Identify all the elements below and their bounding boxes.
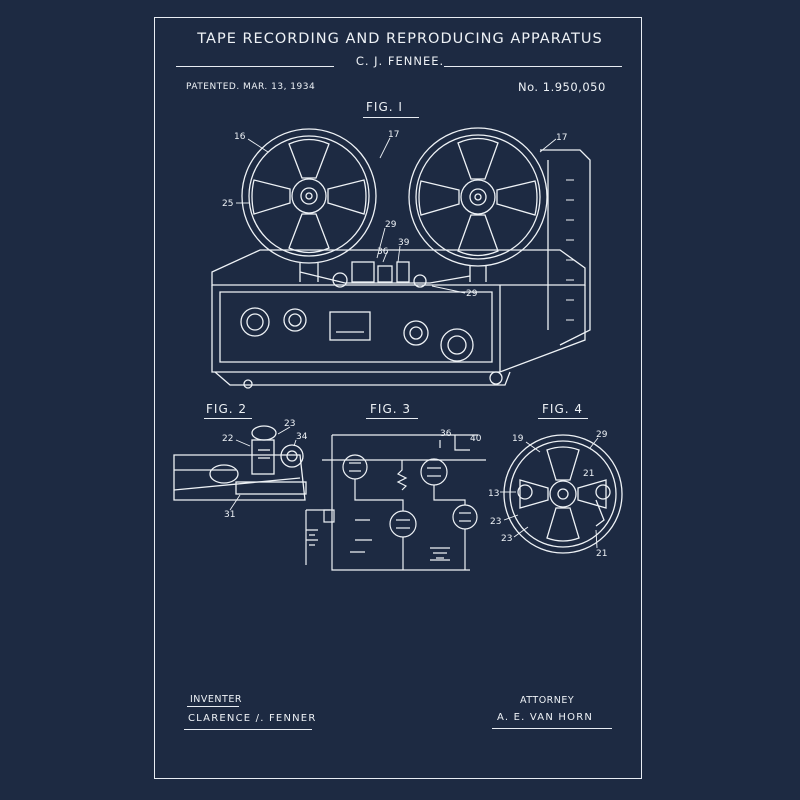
fig2-callout: 34: [296, 432, 308, 442]
fig3-label: FIG. 3: [370, 402, 412, 416]
fig1-callout: 39: [398, 238, 410, 248]
inventor-label: INVENTER: [190, 694, 242, 705]
attorney-name: A. E. VAN HORN: [497, 712, 594, 723]
fig1-callout: 16: [234, 132, 246, 142]
fig4-underline: [538, 418, 588, 419]
fig1-callout: 17: [388, 130, 399, 140]
attorney-label: ATTORNEY: [520, 695, 575, 706]
fig1-label: FIG. I: [366, 100, 403, 114]
fig1-callout: 29: [466, 289, 478, 299]
patent-title: TAPE RECORDING AND REPRODUCING APPARATUS: [197, 31, 603, 47]
fig2-callout: 31: [224, 510, 235, 520]
fig2-callout: 22: [222, 434, 233, 444]
fig1-underline: [363, 117, 419, 118]
fig3-callout: 40: [470, 434, 482, 444]
inventor-signature-line: [184, 729, 312, 730]
inventor-label-rule: [187, 706, 239, 707]
fig4-callout: 13: [488, 489, 499, 499]
fig2-label: FIG. 2: [206, 402, 248, 416]
fig4-callout: 19: [512, 434, 524, 444]
fig3-underline: [366, 418, 418, 419]
patent-number: No. 1.950,050: [518, 80, 606, 94]
patented-date: PATENTED. MAR. 13, 1934: [186, 82, 316, 92]
fig1-callout: 25: [222, 199, 233, 209]
inventor-short-name: C. J. FENNEE.: [355, 54, 445, 68]
fig4-callout: 23: [501, 534, 512, 544]
fig1-callout: 36: [377, 247, 389, 257]
fig2-underline: [204, 418, 252, 419]
title-rule-left: [176, 66, 334, 67]
patent-frame: [154, 17, 642, 779]
inventor-name: CLARENCE /. FENNER: [188, 713, 317, 724]
fig4-callout: 23: [490, 517, 501, 527]
fig4-callout: 21: [596, 549, 607, 559]
title-rule-right: [444, 66, 622, 67]
fig1-callout: 17: [556, 133, 567, 143]
fig1-callout: 29: [385, 220, 397, 230]
fig4-label: FIG. 4: [542, 402, 584, 416]
fig4-callout: 21: [583, 469, 594, 479]
fig2-callout: 23: [284, 419, 295, 429]
fig4-callout: 29: [596, 430, 608, 440]
fig3-callout: 36: [440, 429, 452, 439]
attorney-signature-line: [492, 728, 612, 729]
